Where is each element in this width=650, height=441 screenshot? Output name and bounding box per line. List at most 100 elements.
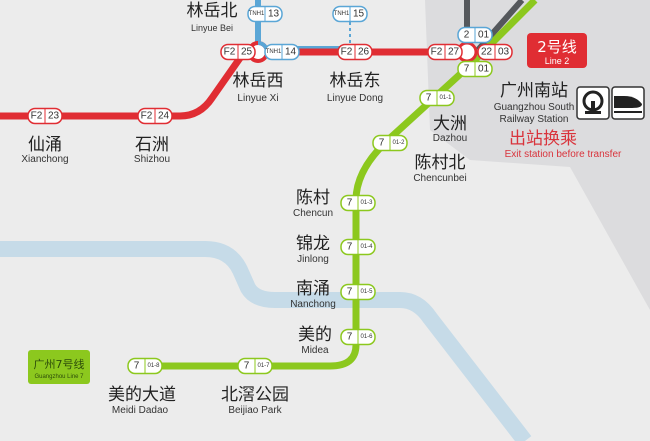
badge-code: 27 [448, 47, 460, 58]
station-name-en: Beijiao Park [228, 405, 282, 416]
station-name-en: Linyue Dong [327, 93, 383, 104]
badge-line: 7 [347, 198, 353, 209]
station-name-en: Meidi Dadao [112, 405, 169, 416]
station-name-en: Jinlong [297, 254, 329, 265]
badge-code: 01-7 [257, 363, 270, 369]
line-2-legend-en: Line 2 [545, 56, 570, 66]
badge-code: 03 [498, 47, 510, 58]
station-name-en: Linyue Xi [237, 93, 278, 104]
badge-line: 7 [379, 138, 385, 149]
badge-code: 25 [241, 47, 253, 58]
station-code-badge: 7 01 [457, 60, 493, 78]
transfer-note-zh: 出站换乘 [509, 129, 577, 149]
badge-line: 7 [347, 287, 353, 298]
station-name-en: Chencun [293, 208, 333, 219]
badge-line: F2 [31, 111, 43, 122]
high-speed-train-icon [611, 86, 645, 120]
station-name-zh: 美的 [298, 325, 332, 345]
badge-line: F2 [341, 47, 353, 58]
badge-code: 23 [48, 111, 60, 122]
badge-code: 01-1 [439, 95, 452, 101]
badge-code: 01-4 [360, 244, 373, 250]
station-name-zh: 林岳西 [233, 71, 284, 91]
badge-code: 01-2 [392, 140, 405, 146]
badge-line: F2 [431, 47, 443, 58]
badge-code: 01 [478, 64, 490, 75]
line-2-legend-zh: 2号线 [537, 38, 577, 56]
station-code-badge: 7 01-3 [340, 194, 376, 212]
station-name-en-line2: Railway Station [500, 114, 569, 125]
transfer-note-en: Exit station before transfer [505, 149, 622, 160]
station-linyue-dong[interactable]: 林岳东 Linyue Dong [327, 71, 383, 104]
station-linyue-xi[interactable]: 林岳西 Linyue Xi [233, 71, 284, 104]
badge-line: 7 [426, 93, 432, 104]
railway-station-icon [576, 86, 610, 120]
station-name-en: Linyue Bei [191, 23, 233, 33]
transfer-note: 出站换乘 Exit station before transfer [505, 129, 622, 160]
badge-code: 01-3 [360, 200, 373, 206]
badge-line: 2 [464, 30, 470, 41]
badge-line: F2 [224, 47, 236, 58]
line-2-legend[interactable]: 2号线 Line 2 [527, 33, 587, 68]
station-area [425, 0, 650, 310]
station-name-zh: 广州南站 [500, 81, 568, 101]
badge-line: 22 [481, 47, 493, 58]
station-code-badge: F2 27 [427, 43, 463, 61]
badge-code: 01 [478, 30, 490, 41]
badge-code: 14 [285, 47, 297, 58]
station-code-badge: 7 01-2 [372, 134, 408, 152]
station-name-zh: 仙涌 [28, 135, 62, 155]
badge-code: 24 [158, 111, 170, 122]
station-code-badge: 22 03 [477, 43, 513, 61]
station-name-zh: 陈村北 [415, 153, 466, 173]
badge-line: TNH1 [249, 11, 265, 17]
station-name-zh: 陈村 [296, 188, 330, 208]
station-code-badge: 7 01-7 [237, 357, 273, 375]
station-code-badge: F2 23 [27, 107, 63, 125]
badge-code: 26 [358, 47, 370, 58]
badge-line: F2 [141, 111, 153, 122]
station-code-badge: 7 01-5 [340, 283, 376, 301]
line-7-legend-zh: 广州7号线 [34, 357, 85, 371]
line-7-legend[interactable]: 广州7号线 Guangzhou Line 7 [28, 350, 90, 384]
badge-code: 15 [353, 9, 365, 20]
badge-line: 7 [347, 242, 353, 253]
station-name-zh: 南涌 [296, 279, 330, 299]
station-name-en: Chencunbei [413, 173, 466, 184]
badge-code: 01-6 [360, 334, 373, 340]
station-code-badge: F2 26 [337, 43, 373, 61]
badge-code: 01-5 [360, 289, 373, 295]
badge-line: 7 [244, 361, 250, 372]
badge-code: 01-8 [147, 363, 160, 369]
badge-code: 13 [268, 9, 280, 20]
station-name-en: Dazhou [433, 133, 467, 144]
station-name-en: Shizhou [134, 154, 170, 165]
badge-line: TNH1 [266, 49, 282, 55]
station-name-en: Guangzhou South [494, 102, 575, 113]
station-name-zh: 林岳东 [330, 71, 381, 91]
station-linyue-bei[interactable]: 林岳北 Linyue Bei [187, 1, 238, 33]
badge-line: 7 [347, 332, 353, 343]
station-name-zh: 林岳北 [187, 1, 238, 21]
badge-line: 7 [464, 64, 470, 75]
station-code-badge: 7 01-4 [340, 238, 376, 256]
station-name-en: Xianchong [21, 154, 68, 165]
station-name-zh: 北滘公园 [221, 385, 289, 405]
station-name-zh: 美的大道 [108, 385, 176, 405]
